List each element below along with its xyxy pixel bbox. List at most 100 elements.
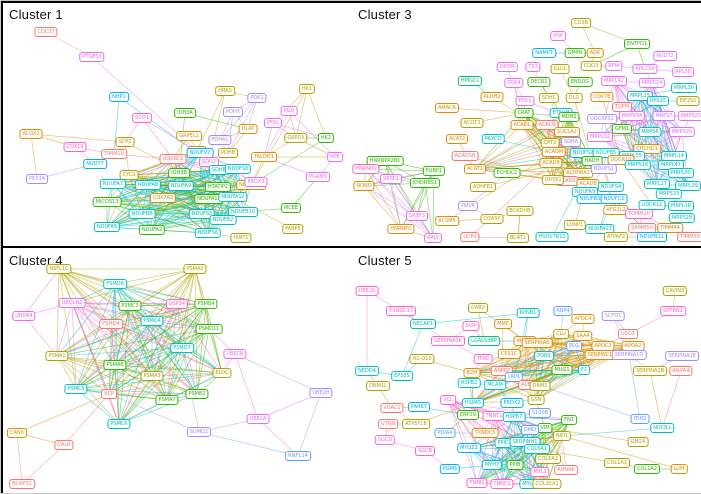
node-gm2a[interactable]: GM2A [627, 437, 649, 447]
node-psma1[interactable]: PSMA1 [45, 351, 69, 361]
node-ndufs5[interactable]: NDUFS5 [188, 209, 216, 219]
node-psmb2[interactable]: PSMB2 [185, 389, 209, 399]
node-ube2n[interactable]: UBE2N [223, 349, 247, 359]
node-ucp1[interactable]: UCP1 [460, 232, 480, 242]
node-psmc3[interactable]: PSMC3 [118, 301, 142, 311]
node-serpina1e[interactable]: SERPINA1E [665, 351, 699, 361]
node-hmgcl[interactable]: HMGCL [457, 76, 483, 86]
node-psmd8[interactable]: PSMD8 [103, 279, 127, 289]
node-psmc5[interactable]: PSMC5 [64, 384, 88, 394]
node-ubqln2[interactable]: UBQLN2 [58, 298, 86, 308]
node-nudt7[interactable]: NUDT7 [83, 159, 107, 169]
node-sco1[interactable]: SCO1 [132, 113, 152, 123]
node-ptges3[interactable]: PTGES3 [79, 52, 105, 62]
node-decr1[interactable]: DECR1 [527, 77, 551, 87]
node-lonp1[interactable]: LONP1 [563, 220, 587, 230]
node-ndufa5[interactable]: NDUFA5 [93, 222, 121, 232]
node-f2[interactable]: F2 [577, 365, 591, 375]
node-ndufs4[interactable]: NDUFS4 [597, 182, 625, 192]
node-idh3a[interactable]: IDH3A [174, 108, 196, 118]
node-lum[interactable]: LUM [670, 464, 688, 474]
node-nsfl1c[interactable]: NSFL1C [46, 264, 72, 274]
node-cdc37[interactable]: CDC37 [34, 27, 58, 37]
node-scfd1[interactable]: SCFD1 [601, 311, 625, 321]
node-sptbn1[interactable]: SPTBN1 [660, 306, 686, 316]
node-dnm1l[interactable]: DNM1L [366, 381, 390, 391]
node-tst[interactable]: TST [525, 62, 541, 72]
node-bcap31[interactable]: BCAP31 [9, 479, 35, 489]
node-myoz2[interactable]: MYOZ2 [457, 443, 481, 453]
node-ndufs8[interactable]: NDUFS8 [224, 164, 252, 174]
node-acadm[interactable]: ACADM [541, 147, 567, 157]
node-calr[interactable]: CALR [54, 440, 74, 450]
node-adk[interactable]: ADK [586, 48, 604, 58]
node-gfm1[interactable]: GFM1 [611, 124, 633, 134]
node-psmb4[interactable]: PSMB4 [194, 299, 218, 309]
node-acad9[interactable]: ACAD9 [539, 158, 563, 168]
node-uqcrc1[interactable]: UQCRC1 [159, 154, 187, 164]
node-adhfe1[interactable]: ADHFE1 [469, 182, 497, 192]
node-timm50[interactable]: TIMM50 [677, 232, 701, 242]
node-nudt2[interactable]: NUDT2 [653, 51, 677, 61]
node-txndc5[interactable]: TXNDC5 [471, 428, 499, 438]
node-pex14[interactable]: PEX14 [26, 174, 48, 184]
node-col15a1[interactable]: COL15A1 [532, 479, 562, 489]
node-pon1[interactable]: PON1 [534, 351, 554, 361]
node-htatip2[interactable]: HTATIP2 [204, 182, 232, 192]
node-coq3[interactable]: COQ3 [580, 61, 602, 71]
node-psma7[interactable]: PSMA7 [155, 395, 179, 405]
node-cox7b[interactable]: COX7B [590, 92, 614, 102]
node-mrpl30[interactable]: MRPL30 [671, 83, 697, 93]
node-hint1[interactable]: HINT1 [230, 233, 252, 243]
node-mrps33[interactable]: MRPS33 [655, 189, 683, 199]
node-pmvk[interactable]: PMVK [457, 201, 479, 211]
node-hspb7[interactable]: HSPB7 [502, 412, 526, 422]
node-srsf1[interactable]: SRSF1 [380, 174, 402, 184]
node-acsm5[interactable]: ACSM5 [435, 216, 459, 226]
node-hspa5[interactable]: HSPA5 [461, 398, 485, 408]
node-rbp4[interactable]: RBP4 [553, 306, 573, 316]
node-ndufa12[interactable]: NDUFA12 [218, 192, 248, 202]
node-lrp1[interactable]: LRP1 [504, 372, 524, 382]
node-dlat[interactable]: DLAT [238, 124, 258, 134]
node-ndufb2[interactable]: NDUFB2 [209, 215, 237, 225]
node-echdc1[interactable]: ECHDC1 [493, 168, 521, 178]
node-pfkl[interactable]: PFKL [264, 118, 282, 128]
node-eif2s1[interactable]: EIF2S1 [676, 96, 700, 106]
node-rnf114[interactable]: RNF114 [285, 451, 311, 461]
node-serpina3k[interactable]: SERPINA3K [431, 336, 465, 346]
node-mdh2[interactable]: MDH2 [558, 112, 580, 122]
node-cd38[interactable]: CD38 [571, 18, 591, 28]
node-raly[interactable]: RALY [424, 233, 442, 243]
node-cox19[interactable]: COX19 [63, 142, 87, 152]
node-sucla2[interactable]: SUCLA2 [554, 127, 580, 137]
node-ubxn4[interactable]: UBXN4 [12, 311, 36, 321]
node-serpina6[interactable]: SERPINA6 [521, 338, 553, 348]
node-rpl23a[interactable]: RPL23A [632, 64, 658, 74]
node-uso1[interactable]: USO1 [618, 329, 638, 339]
node-serpinc1[interactable]: SERPINC1 [584, 350, 616, 360]
node-apoc4[interactable]: APOC4 [571, 314, 595, 324]
node-pgd[interactable]: PGD [280, 106, 298, 116]
node-hk1[interactable]: HK1 [298, 84, 316, 94]
node-gmpr[interactable]: GMPR [564, 48, 586, 58]
node-acat1[interactable]: ACAT1 [463, 164, 487, 174]
node-acacb[interactable]: ACACB [535, 120, 559, 130]
node-amacr[interactable]: AMACR [434, 103, 460, 113]
node-atp5f1b[interactable]: ATP5F1B [402, 419, 430, 429]
node-idh3g[interactable]: IDH3G [541, 175, 565, 185]
node-gsn[interactable]: GSN [527, 395, 545, 405]
node-eloc[interactable]: ELOC [212, 368, 232, 378]
node-lgals3bp[interactable]: LGALS3BP [468, 336, 500, 346]
node-chchd1[interactable]: CHCHD1 [633, 144, 661, 154]
node-rps15[interactable]: RPS15 [646, 96, 670, 106]
node-hnrnpu[interactable]: HNRNPU [352, 164, 380, 174]
node-mrpl42[interactable]: MRPL42 [601, 76, 627, 86]
node-hnrnpc[interactable]: HNRNPC [387, 224, 415, 234]
node-scp2[interactable]: SCP2 [115, 137, 135, 147]
node-prdx3[interactable]: PRDX3 [244, 177, 268, 187]
node-tnni1[interactable]: TNNI1 [466, 478, 488, 488]
node-psma6[interactable]: PSMA6 [103, 360, 127, 370]
node-dmd[interactable]: DMD [520, 425, 540, 435]
node-hsd17b12[interactable]: HSD17B12 [535, 232, 569, 242]
